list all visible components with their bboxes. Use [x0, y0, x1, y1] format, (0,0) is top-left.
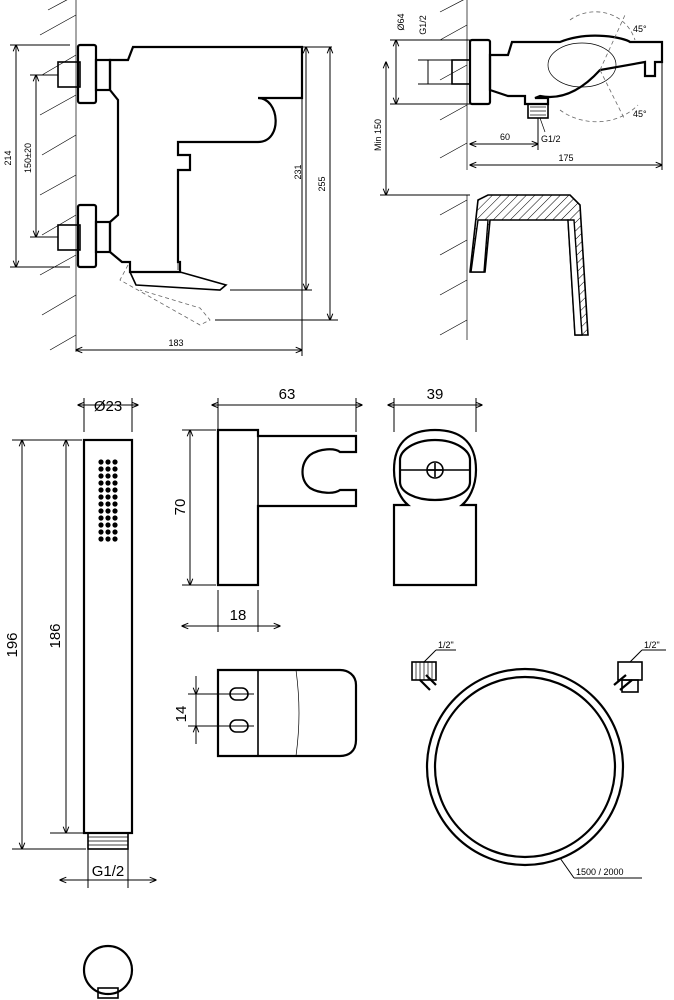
spray-nozzle: [112, 501, 118, 507]
spray-nozzle: [98, 494, 104, 500]
spray-nozzle: [105, 473, 111, 479]
lever-hidden: [119, 264, 211, 326]
lower-connector: [57, 224, 81, 251]
dim-hose-length: 1500 / 2000: [576, 867, 624, 877]
spray-nozzle: [98, 515, 104, 521]
spray-nozzle: [112, 487, 118, 493]
holder-front-body: [392, 428, 478, 587]
shower-hose: 1/2" 1/2" 1500 / 2000: [411, 640, 666, 879]
spray-nozzle: [98, 522, 104, 528]
dim-d64: Ø64: [396, 13, 406, 30]
spray-nozzles: [98, 459, 118, 542]
mixer-side-view: Ø64 G1/2 45° 45° Min 150 60 G1/2 175: [373, 0, 664, 340]
dim-hose-right: 1/2": [644, 640, 660, 650]
dim-39: 39: [427, 386, 444, 403]
dim-183: 183: [168, 338, 183, 348]
side-lever-ellipse: [547, 42, 617, 88]
dim-214: 214: [3, 150, 13, 165]
dim-70: 70: [172, 499, 189, 516]
dim-45-bottom: 45°: [633, 109, 647, 119]
wall-hatching: [39, 0, 77, 352]
dim-g12-shower: G1/2: [92, 863, 125, 880]
holder-body: [216, 428, 358, 587]
spray-nozzle: [98, 487, 104, 493]
spray-nozzle: [112, 515, 118, 521]
screw-icon: [426, 461, 444, 479]
spray-nozzle: [112, 480, 118, 486]
spray-nozzle: [105, 529, 111, 535]
dim-186: 186: [47, 623, 64, 648]
spray-nozzle: [105, 480, 111, 486]
holder-top-view: 14: [173, 668, 358, 758]
upper-connector: [57, 61, 81, 88]
dim-g12-outlet: G1/2: [541, 134, 561, 144]
spray-nozzle: [98, 480, 104, 486]
spray-nozzle: [105, 522, 111, 528]
dim-175: 175: [558, 153, 573, 163]
spray-nozzle: [112, 466, 118, 472]
spray-nozzle: [105, 466, 111, 472]
dim-45-top: 45°: [633, 24, 647, 34]
spray-nozzle: [98, 529, 104, 535]
dim-18: 18: [230, 607, 247, 624]
spray-nozzle: [98, 473, 104, 479]
hand-shower-bottom-view: [82, 944, 134, 996]
spray-nozzle: [105, 515, 111, 521]
dim-14: 14: [173, 706, 190, 723]
spray-nozzle: [98, 501, 104, 507]
dim-255: 255: [317, 176, 327, 191]
spray-nozzle: [98, 536, 104, 542]
spray-nozzle: [112, 536, 118, 542]
spray-nozzle: [105, 487, 111, 493]
spray-nozzle: [105, 536, 111, 542]
holder-top-body: [216, 668, 358, 758]
spray-nozzle: [112, 459, 118, 465]
mixer-body: [108, 45, 304, 274]
spray-nozzle: [98, 466, 104, 472]
dim-min150: Min 150: [373, 119, 383, 151]
holder-side-view: 63 70 18: [172, 386, 362, 632]
dim-60: 60: [500, 132, 510, 142]
hand-shower: Ø23 196 186 G1/2: [4, 398, 156, 999]
dim-63: 63: [279, 386, 296, 403]
spray-nozzle: [105, 494, 111, 500]
spray-nozzle: [105, 459, 111, 465]
wall-hatching-right: [439, 0, 468, 170]
holder-front-view: 39: [388, 386, 482, 587]
dim-d23: Ø23: [94, 398, 122, 415]
spray-nozzle: [112, 473, 118, 479]
dim-g12-top: G1/2: [418, 15, 428, 35]
spray-nozzle: [112, 529, 118, 535]
dim-231: 231: [293, 164, 303, 179]
mixer-front-view: 214 150±20 231 255 183: [3, 0, 338, 356]
spray-nozzle: [112, 508, 118, 514]
spray-nozzle: [98, 459, 104, 465]
spray-nozzle: [98, 508, 104, 514]
side-body: [488, 34, 664, 106]
dim-196: 196: [4, 632, 21, 657]
spray-nozzle: [105, 501, 111, 507]
hose-coil: [425, 667, 625, 867]
spray-nozzle: [112, 522, 118, 528]
spray-nozzle: [112, 494, 118, 500]
dim-150-20: 150±20: [23, 143, 33, 173]
side-rosette: [468, 38, 492, 106]
dim-hose-left: 1/2": [438, 640, 454, 650]
spray-nozzle: [105, 508, 111, 514]
